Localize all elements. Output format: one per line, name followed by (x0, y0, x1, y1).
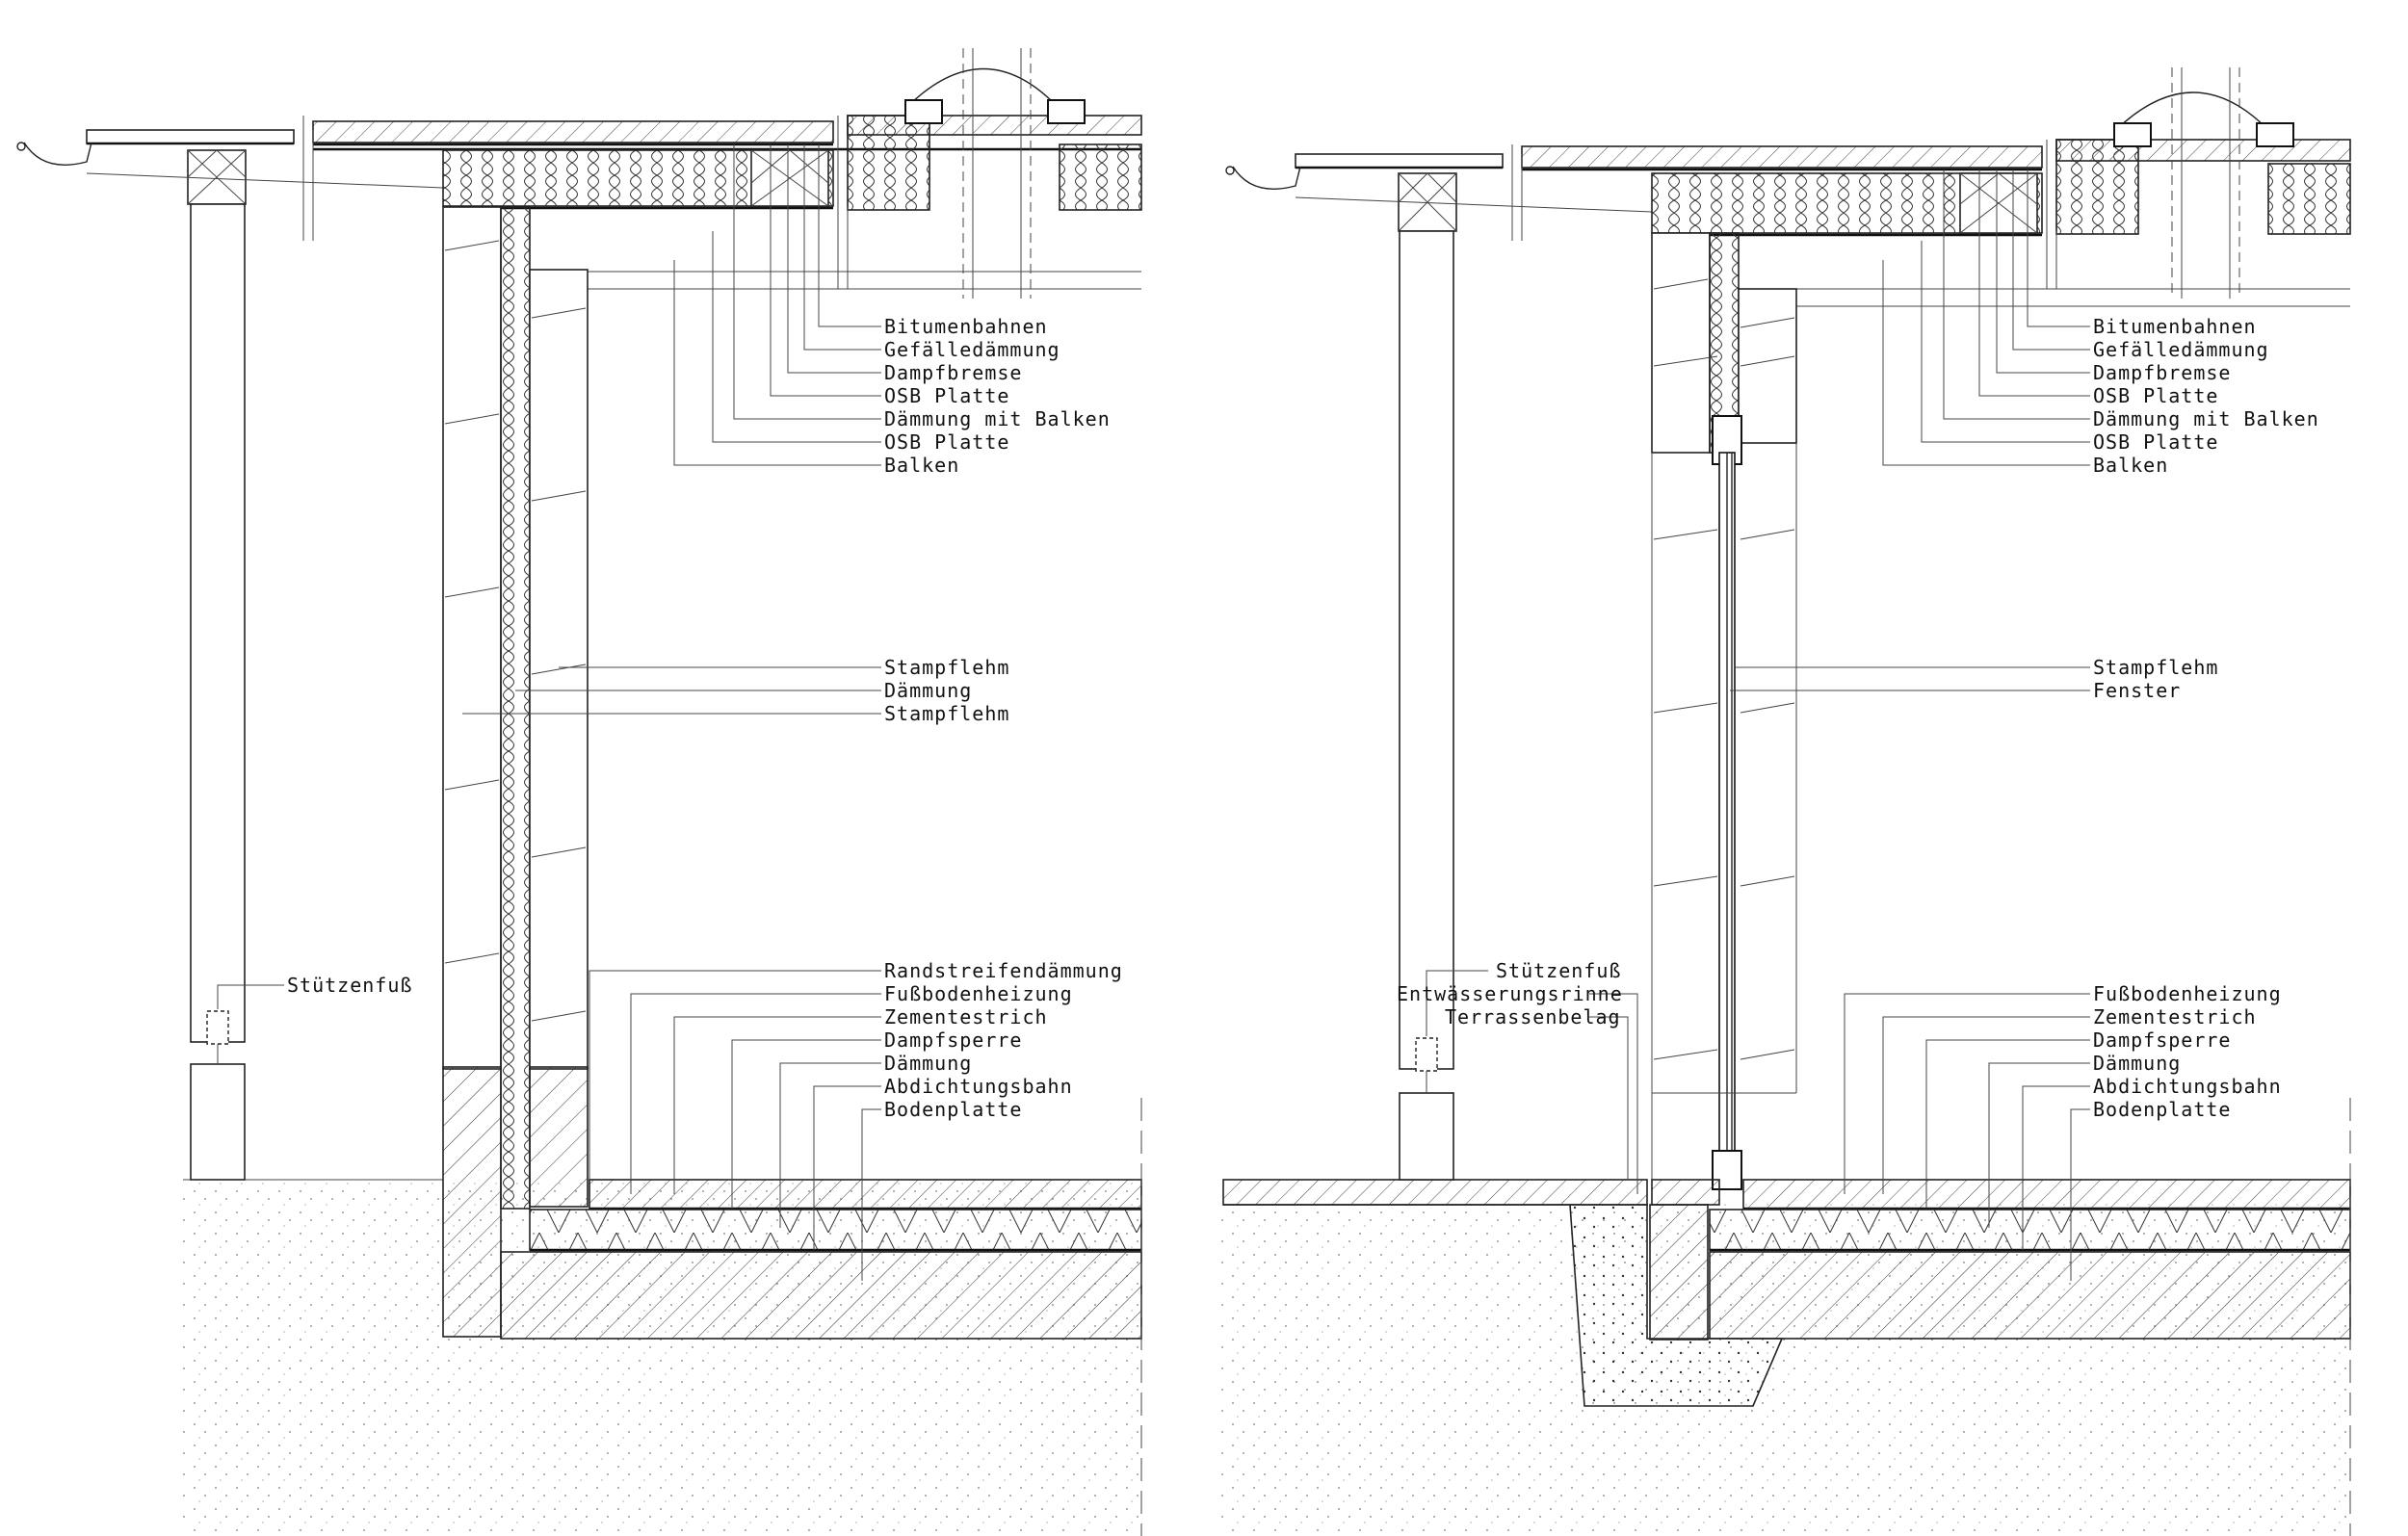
label-stampflehm-2: Stampflehm (884, 702, 1009, 725)
timber-column (190, 203, 246, 1181)
leader-lines-right (1426, 169, 2090, 1281)
label-daemmung-floor: Dämmung (884, 1052, 972, 1075)
skylight-dome (909, 67, 1056, 105)
timber-column (1399, 230, 1454, 1181)
label-abdichtungsbahn: Abdichtungsbahn (884, 1075, 1073, 1098)
label-entwaesserungsrinne: Entwässerungsrinne (1397, 982, 1623, 1005)
labels-right: Bitumenbahnen Gefälledämmung Dampfbremse… (1397, 315, 2319, 1121)
label-fussbodenheizung: Fußbodenheizung (2093, 982, 2282, 1005)
label-randstreifendaemmung: Randstreifendämmung (884, 959, 1123, 982)
label-dampfsperre: Dampfsperre (2093, 1028, 2231, 1052)
label-bitumenbahnen: Bitumenbahnen (2093, 315, 2257, 338)
label-bodenplatte: Bodenplatte (884, 1098, 1022, 1121)
roof-overhang (1225, 144, 2043, 241)
label-abdichtungsbahn: Abdichtungsbahn (2093, 1075, 2282, 1098)
label-stampflehm: Stampflehm (2093, 656, 2218, 679)
label-osb-platte-1: OSB Platte (884, 384, 1009, 407)
wall-with-window (1651, 232, 1797, 1190)
label-daemmung-wall: Dämmung (884, 679, 972, 702)
label-zementestrich: Zementestrich (2093, 1005, 2257, 1028)
gutter (23, 142, 92, 166)
label-fenster: Fenster (2093, 679, 2181, 702)
leader-lines-left (217, 144, 881, 1281)
label-dampfbremse: Dampfbremse (884, 361, 1022, 384)
label-daemmung-mit-balken: Dämmung mit Balken (884, 407, 1111, 430)
label-daemmung-floor: Dämmung (2093, 1052, 2181, 1075)
label-gefaelledaemmung: Gefälledämmung (884, 338, 1060, 361)
roof-overhang (16, 116, 1141, 241)
label-terrassenbelag: Terrassenbelag (1445, 1005, 1621, 1028)
label-zementestrich: Zementestrich (884, 1005, 1048, 1028)
label-gefaelledaemmung: Gefälledämmung (2093, 338, 2269, 361)
label-daemmung-mit-balken: Dämmung mit Balken (2093, 407, 2319, 430)
label-balken: Balken (884, 454, 959, 477)
labels-left: Bitumenbahnen Gefälledämmung Dampfbremse… (287, 315, 1123, 1121)
label-dampfbremse: Dampfbremse (2093, 361, 2231, 384)
left-detail: Bitumenbahnen Gefälledämmung Dampfbremse… (16, 48, 1142, 1536)
right-detail: Bitumenbahnen Gefälledämmung Dampfbremse… (1218, 67, 2351, 1536)
label-stuetzenfuss: Stützenfuß (287, 974, 412, 997)
label-dampfsperre: Dampfsperre (884, 1028, 1022, 1052)
label-bodenplatte: Bodenplatte (2093, 1098, 2231, 1121)
skylight-dome (2118, 91, 2266, 128)
floor-buildup (529, 1098, 1142, 1536)
roof-buildup (442, 48, 1142, 299)
rammed-earth-wall (442, 206, 1142, 1340)
label-stuetzenfuss: Stützenfuß (1496, 959, 1621, 982)
label-bitumenbahnen: Bitumenbahnen (884, 315, 1048, 338)
label-osb-platte-2: OSB Platte (2093, 430, 2218, 454)
label-osb-platte-2: OSB Platte (884, 430, 1009, 454)
roof-buildup (1651, 67, 2351, 307)
floor-buildup (1709, 1098, 2351, 1536)
label-fussbodenheizung: Fußbodenheizung (884, 982, 1073, 1005)
label-osb-platte-1: OSB Platte (2093, 384, 2218, 407)
label-stampflehm-1: Stampflehm (884, 656, 1009, 679)
terrace (1222, 1179, 1784, 1407)
label-balken: Balken (2093, 454, 2168, 477)
